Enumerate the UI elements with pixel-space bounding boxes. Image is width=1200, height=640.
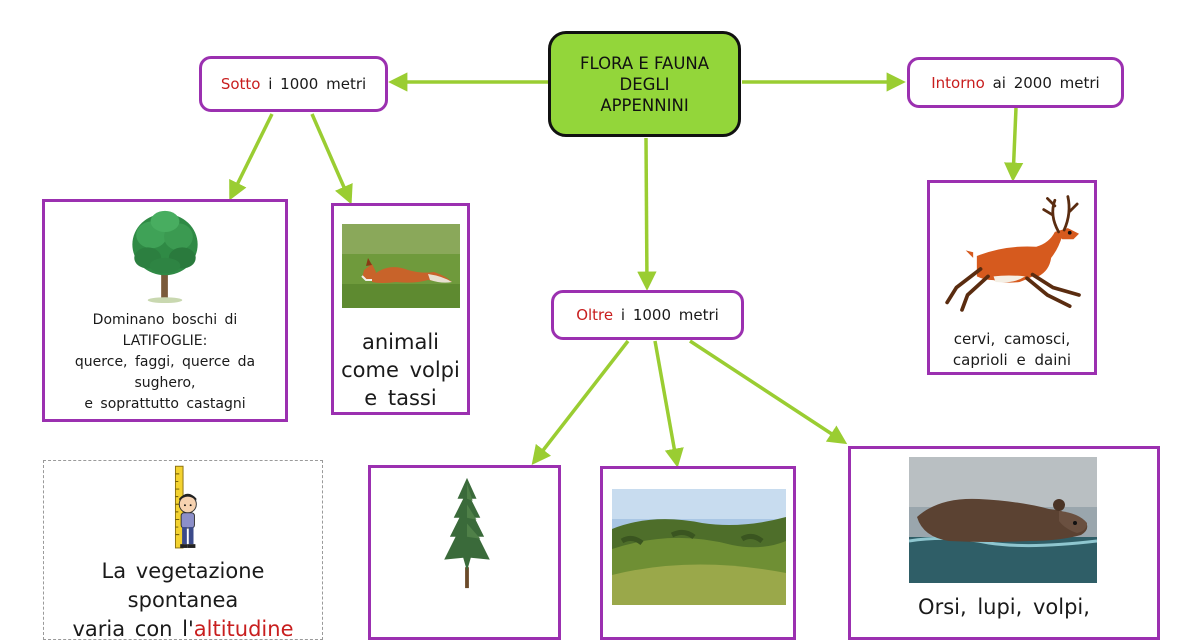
note-line-3-highlight: altitudine bbox=[193, 617, 294, 640]
note-line-2: spontanea bbox=[127, 588, 239, 612]
arrow-oltre-to-orsi bbox=[689, 339, 848, 445]
arrow-sotto-to-volpi bbox=[310, 113, 353, 205]
arrow-oltre-to-conifere bbox=[531, 339, 630, 466]
latifoglie-line-4: sughero, bbox=[134, 375, 196, 391]
orsi-line-1: Orsi, lupi, volpi, bbox=[918, 595, 1090, 619]
branch-intorno-highlight: Intorno bbox=[931, 73, 985, 92]
note-line-1: La vegetazione bbox=[101, 559, 265, 583]
branch-sotto-text: i 1000 metri bbox=[260, 75, 367, 93]
volpi-box: animali come volpi e tassi bbox=[331, 203, 470, 415]
arrow-central-to-oltre bbox=[637, 137, 657, 291]
cervi-box: cervi, camosci, caprioli e daini bbox=[927, 180, 1097, 375]
latifoglie-line-1: Dominano boschi di bbox=[92, 312, 238, 328]
latifoglie-line-5: e soprattutto castagni bbox=[84, 396, 246, 412]
deciduous-tree-icon bbox=[132, 210, 198, 304]
branch-sotto-node: Sotto i 1000 metri bbox=[199, 56, 388, 112]
conifer-tree-icon bbox=[444, 477, 490, 589]
note-line-3: varia con l'altitudine bbox=[44, 615, 322, 640]
branch-intorno-node: Intorno ai 2000 metri bbox=[907, 57, 1124, 108]
conifere-box bbox=[368, 465, 561, 640]
central-topic-node: FLORA E FAUNA DEGLI APPENNINI bbox=[548, 31, 741, 137]
altitude-note-box: La vegetazione spontanea varia con l'alt… bbox=[43, 460, 323, 640]
cervi-line-2: caprioli e daini bbox=[952, 351, 1072, 369]
fox-photo bbox=[342, 224, 460, 308]
branch-oltre-text: i 1000 metri bbox=[613, 306, 719, 324]
branch-intorno-text: ai 2000 metri bbox=[984, 73, 1100, 92]
central-line-2: DEGLI bbox=[619, 74, 670, 94]
latifoglie-line-3: querce, faggi, querce da bbox=[74, 354, 256, 370]
child-height-ruler-icon bbox=[174, 465, 197, 549]
cervi-line-1: cervi, camosci, bbox=[953, 330, 1071, 348]
note-line-3-text: varia con l' bbox=[72, 617, 194, 640]
pascoli-box bbox=[600, 466, 796, 640]
arrow-sotto-to-latifoglie bbox=[229, 113, 274, 201]
central-line-3: APPENNINI bbox=[600, 95, 689, 115]
arrow-oltre-to-pascoli bbox=[653, 340, 684, 468]
volpi-line-1: animali bbox=[361, 330, 439, 354]
branch-oltre-highlight: Oltre bbox=[576, 306, 614, 324]
central-line-1: FLORA E FAUNA bbox=[579, 53, 710, 73]
branch-oltre-node: Oltre i 1000 metri bbox=[551, 290, 744, 340]
bear-photo bbox=[909, 457, 1097, 583]
orsi-box: Orsi, lupi, volpi, bbox=[848, 446, 1160, 640]
arrow-intorno-to-cervi bbox=[1004, 107, 1024, 182]
meadow-photo bbox=[612, 489, 786, 605]
volpi-line-3: e tassi bbox=[364, 386, 437, 410]
volpi-line-2: come volpi bbox=[341, 358, 460, 382]
latifoglie-box: Dominano boschi di LATIFOGLIE: querce, f… bbox=[42, 199, 288, 422]
latifoglie-line-2: LATIFOGLIE: bbox=[122, 333, 208, 349]
deer-icon bbox=[945, 195, 1081, 312]
branch-sotto-highlight: Sotto bbox=[220, 75, 261, 93]
